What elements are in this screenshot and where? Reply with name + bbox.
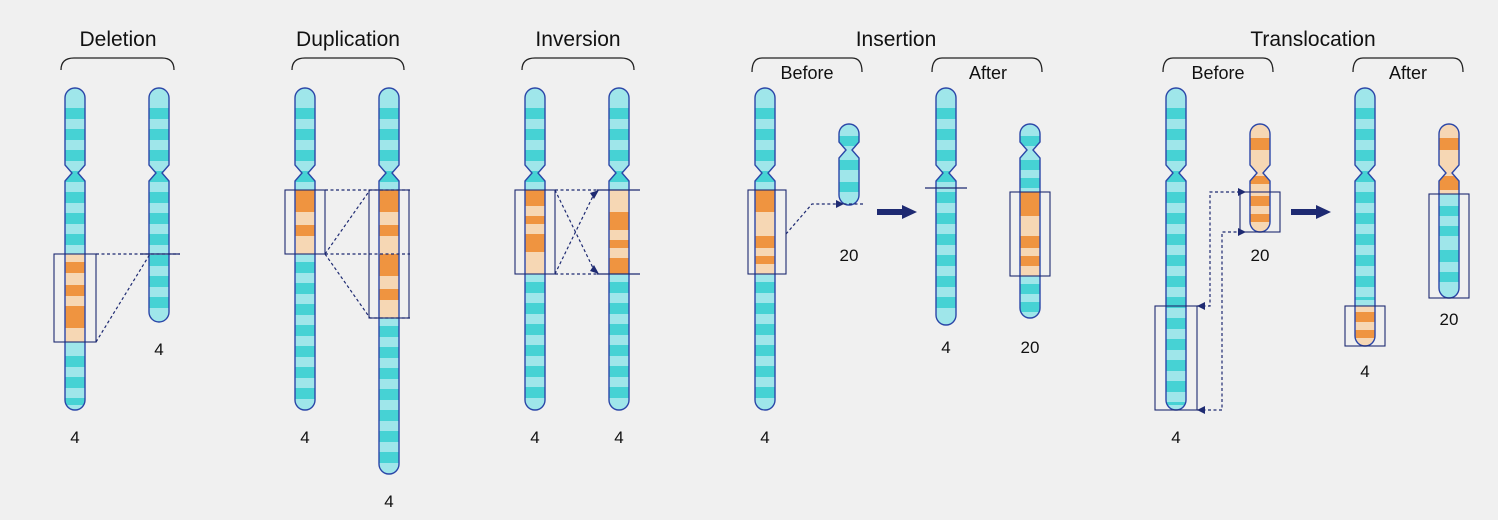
chromosome xyxy=(64,87,86,411)
chromosome-label: 4 xyxy=(1171,428,1180,447)
panel-title-translocation: Translocation xyxy=(1250,28,1375,51)
translocated-segment-box xyxy=(1344,305,1386,347)
chromosome xyxy=(378,87,400,475)
brace-icon xyxy=(521,57,635,71)
panel-title-insertion: Insertion xyxy=(856,28,937,51)
panel-title-inversion: Inversion xyxy=(535,28,620,51)
chromosome xyxy=(148,87,170,323)
brace-icon xyxy=(1352,57,1464,73)
brace-icon xyxy=(931,57,1043,73)
brace-icon xyxy=(751,57,863,73)
deletion-connector xyxy=(95,253,180,343)
chromosome-label: 4 xyxy=(154,340,163,359)
chromosome-label: 4 xyxy=(70,428,79,447)
chromosome xyxy=(1019,123,1041,319)
chromosome-layer xyxy=(64,87,1460,475)
subtitle-after: After xyxy=(1389,63,1427,83)
panel-title-deletion: Deletion xyxy=(79,28,156,51)
chromosome xyxy=(1165,87,1187,411)
chromosome xyxy=(1249,123,1271,233)
brace-icon xyxy=(60,57,175,71)
translocated-segment-box xyxy=(1428,193,1470,299)
chromosome-label: 20 xyxy=(1021,338,1040,357)
chromosome-label: 4 xyxy=(300,428,309,447)
chromosome xyxy=(838,123,860,206)
chromosome xyxy=(1438,123,1460,299)
translocated-segment-box xyxy=(1154,305,1198,411)
subtitle-before: Before xyxy=(1191,63,1244,83)
chromosome-label: 20 xyxy=(1251,246,1270,265)
subtitle-after: After xyxy=(969,63,1007,83)
inserted-segment-box xyxy=(747,189,787,275)
inserted-segment-box xyxy=(1009,191,1051,277)
duplicated-segment-box xyxy=(284,189,326,255)
chromosome-label: 20 xyxy=(1440,310,1459,329)
arrowhead-icon xyxy=(1197,406,1205,414)
panel-translocation: Translocation Before After 4 20 4 20 xyxy=(1154,28,1470,447)
panel-insertion: Insertion Before After 4 20 4 20 xyxy=(747,28,1051,447)
deleted-segment-box xyxy=(53,253,97,343)
translocated-segment-box xyxy=(1239,191,1281,233)
right-arrow-icon xyxy=(877,205,917,219)
subtitle-before: Before xyxy=(780,63,833,83)
chromosome-label: 4 xyxy=(1360,362,1369,381)
chromosome-label: 4 xyxy=(614,428,623,447)
arrowhead-icon xyxy=(590,265,599,274)
brace-icon xyxy=(1162,57,1274,73)
translocation-connector xyxy=(1197,191,1240,411)
chromosome xyxy=(935,87,957,326)
panel-deletion: Deletion 4 4 xyxy=(53,28,180,447)
duplication-connector xyxy=(324,189,410,319)
chromosome-label: 4 xyxy=(760,428,769,447)
chromosome xyxy=(1354,87,1376,347)
insertion-connector xyxy=(785,203,838,235)
arrowhead-icon xyxy=(1197,302,1205,310)
chromosome xyxy=(294,87,316,411)
arrowhead-icon xyxy=(590,190,599,199)
arrowhead-icon xyxy=(1238,188,1246,196)
chromosome-label: 4 xyxy=(941,338,950,357)
chromosome xyxy=(754,87,776,411)
chromosome xyxy=(524,87,546,411)
panel-duplication: Duplication 4 4 xyxy=(284,28,410,511)
chromosome-label: 4 xyxy=(530,428,539,447)
chromosome-label: 20 xyxy=(840,246,859,265)
chromosome-label: 4 xyxy=(384,492,393,511)
inversion-connector xyxy=(554,189,597,275)
brace-icon xyxy=(291,57,405,71)
panel-title-duplication: Duplication xyxy=(296,28,400,51)
panel-inversion: Inversion 4 4 xyxy=(514,28,640,447)
right-arrow-icon xyxy=(1291,205,1331,219)
chromosome xyxy=(608,87,630,411)
inverted-segment-box xyxy=(514,189,556,275)
arrowhead-icon xyxy=(1238,228,1246,236)
